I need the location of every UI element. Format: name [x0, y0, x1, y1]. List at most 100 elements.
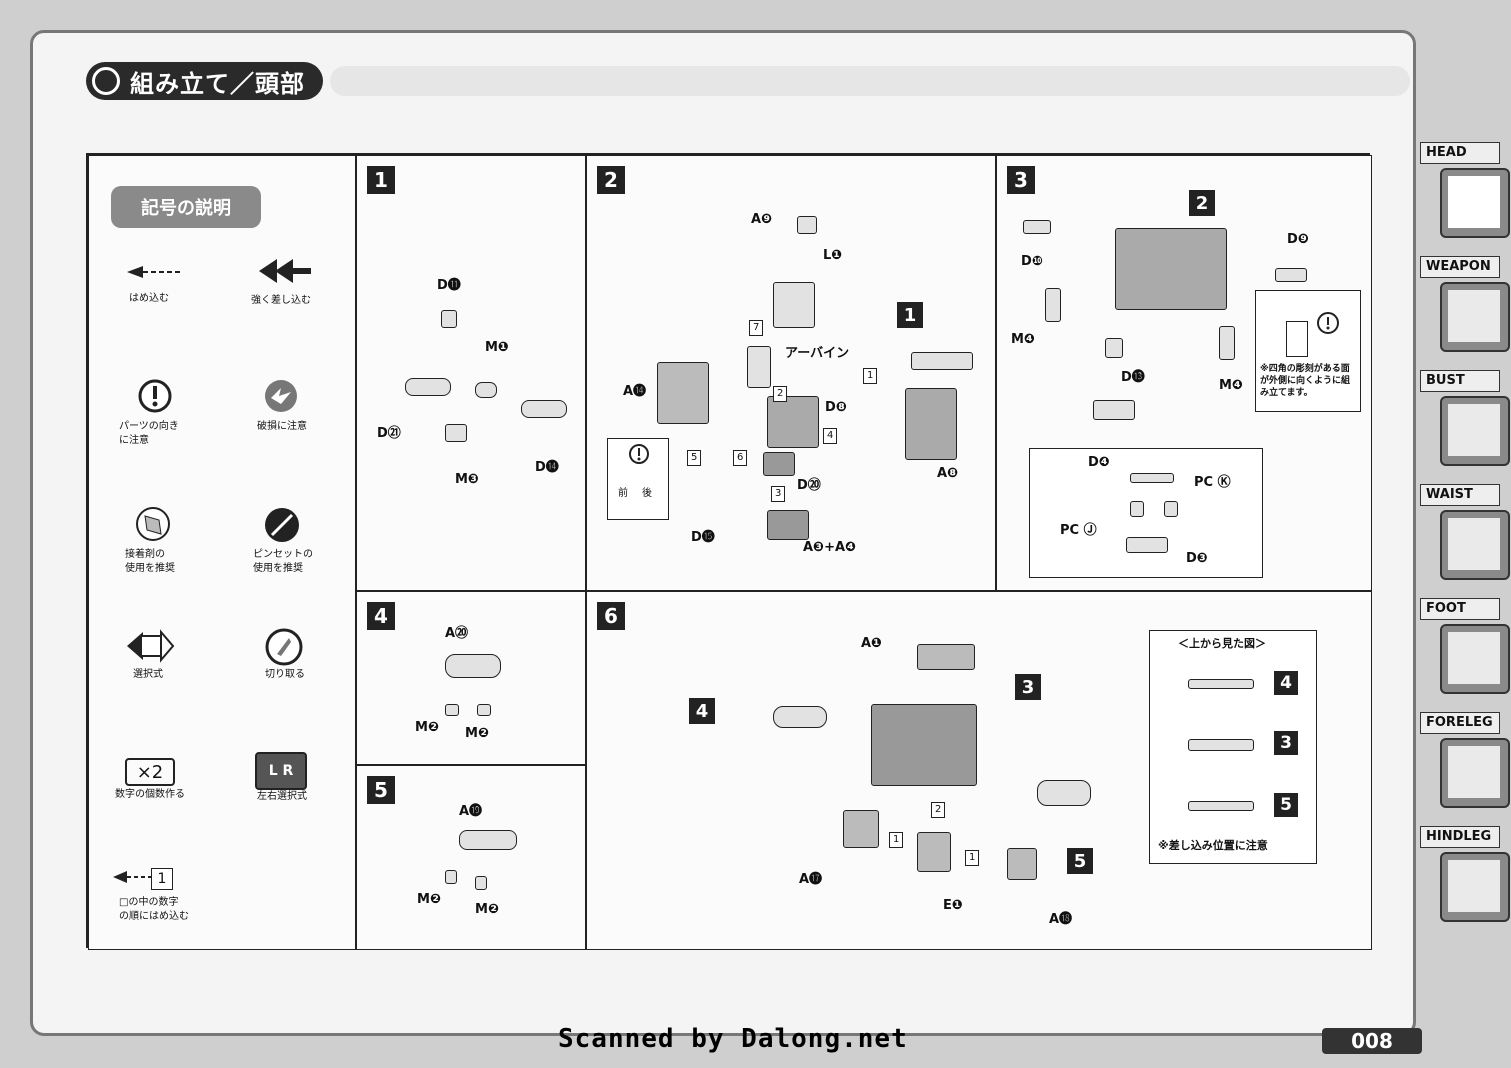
legend-label: 左右選択式 [257, 791, 307, 802]
legend-panel: 記号の説明 はめ込む 強く差し込む パーツの向き に注意 破損に注意 接着剤の … [88, 155, 356, 950]
part-shape [1188, 739, 1254, 751]
part-shape [1045, 288, 1061, 322]
step-5-panel: 5 A⓳ M❷ M❷ [356, 765, 586, 950]
tab-head[interactable]: HEAD [1418, 142, 1510, 250]
legend-label: 数字の個数作る [115, 789, 185, 800]
part-shape [767, 396, 819, 448]
sub-order: 4 [823, 428, 838, 444]
tab-thumbnail [1440, 738, 1510, 808]
part-shape [1188, 801, 1254, 811]
step-number: 5 [367, 776, 395, 804]
legend-title: 記号の説明 [111, 186, 261, 228]
reference-number: 3 [1015, 674, 1041, 700]
part-label: PC Ⓚ [1194, 475, 1231, 490]
part-label: D❹ [1088, 455, 1110, 470]
reference-number: 5 [1067, 848, 1093, 874]
part-label: A❾ [751, 212, 773, 227]
reference-number: 4 [1274, 671, 1298, 695]
step-number: 1 [367, 166, 395, 194]
caution-icon [629, 444, 649, 464]
step-number: 2 [597, 166, 625, 194]
part-shape [911, 352, 973, 370]
sub-order: 1 [889, 832, 904, 848]
legend-label: 破損に注意 [257, 421, 307, 432]
tab-label: FOOT [1420, 598, 1500, 620]
legend-label: □の中の数字 の順にはめ込む [119, 897, 189, 922]
compass-icon [92, 67, 120, 95]
part-label: D❾ [1287, 232, 1309, 247]
part-label: M❷ [465, 726, 489, 741]
part-shape [1188, 679, 1254, 689]
part-shape [475, 876, 487, 890]
tab-label: HEAD [1420, 142, 1500, 164]
top-view-title: ＜上から見た図＞ [1178, 637, 1266, 650]
tab-label: FORELEG [1420, 712, 1500, 734]
part-label: D❸ [1186, 551, 1208, 566]
step-3-panel: 3 2 D❿ D❾ M❹ D⓭ M❹ ※四角の彫刻がある面が外側に向くように組み… [996, 155, 1372, 591]
tab-label: BUST [1420, 370, 1500, 392]
tab-waist[interactable]: WAIST [1418, 484, 1510, 592]
step-4-panel: 4 A⑳ M❷ M❷ [356, 591, 586, 765]
top-view-box: ＜上から見た図＞ 4 3 5 ※差し込み位置に注意 [1149, 630, 1317, 864]
part-shape [843, 810, 879, 848]
tab-foot[interactable]: FOOT [1418, 598, 1510, 706]
part-label: M❹ [1219, 378, 1243, 393]
part-label: A⓮ [623, 384, 647, 399]
legend-label: はめ込む [129, 293, 169, 304]
count-badge: ×2 [125, 758, 175, 786]
part-label: A❶ [861, 636, 883, 651]
part-label: D⓫ [437, 278, 461, 293]
part-label: A⓱ [799, 872, 823, 887]
part-shape [1286, 321, 1308, 357]
part-label: M❹ [1011, 332, 1035, 347]
part-shape [1130, 501, 1144, 517]
order-number-box: 1 [151, 868, 173, 890]
sub-order: 7 [749, 320, 764, 336]
part-shape [773, 282, 815, 328]
sub-order: 1 [863, 368, 878, 384]
part-label: M❷ [417, 892, 441, 907]
part-shape [445, 424, 467, 442]
part-label: PC Ⓙ [1060, 523, 1097, 538]
part-shape [477, 704, 491, 716]
sub-order: 5 [687, 450, 702, 466]
part-shape [445, 704, 459, 716]
tab-hindleg[interactable]: HINDLEG [1418, 826, 1510, 934]
part-label: L❶ [823, 248, 843, 263]
tab-bust[interactable]: BUST [1418, 370, 1510, 478]
part-shape [1275, 268, 1307, 282]
front-label: 前 [618, 488, 628, 499]
tab-thumbnail [1440, 396, 1510, 466]
reference-number: 3 [1274, 731, 1298, 755]
left-right-badge: L R [255, 752, 307, 790]
part-label: A❽ [937, 466, 959, 481]
page-number: 008 [1322, 1028, 1422, 1054]
part-label: A⓲ [1049, 912, 1073, 927]
tab-foreleg[interactable]: FORELEG [1418, 712, 1510, 820]
part-label: D⓭ [1121, 370, 1145, 385]
part-shape [521, 400, 567, 418]
part-label: A⓳ [459, 804, 483, 819]
part-shape [747, 346, 771, 388]
caution-icon [1317, 312, 1339, 334]
tab-weapon[interactable]: WEAPON [1418, 256, 1510, 364]
page-header: 組み立て／頭部 [86, 62, 323, 100]
tab-thumbnail [1440, 624, 1510, 694]
step-number: 6 [597, 602, 625, 630]
part-label: M❷ [415, 720, 439, 735]
step-6-panel: 6 A❶ 3 4 5 A⓱ E❶ A⓲ 2 1 1 ＜上から見た図＞ 4 3 [586, 591, 1372, 950]
tweezers-icon [265, 508, 299, 542]
legend-label: 接着剤の 使用を推奨 [125, 549, 175, 574]
part-shape [797, 216, 817, 234]
double-arrow-icon [259, 259, 311, 283]
step-1-panel: 1 D⓫ M❶ D㉑ D⓮ M❸ [356, 155, 586, 591]
part-shape [871, 704, 977, 786]
step-2-panel: 2 A❾ L❶ A⓮ アーバイン D❽ D⑳ A❽ A❸+A❹ D⓯ 1 前 後 [586, 155, 996, 591]
part-shape [917, 644, 975, 670]
part-label: M❶ [485, 340, 509, 355]
reference-number: 2 [1189, 190, 1215, 216]
tab-label: HINDLEG [1420, 826, 1500, 848]
part-shape [767, 510, 809, 540]
part-shape [1007, 848, 1037, 880]
